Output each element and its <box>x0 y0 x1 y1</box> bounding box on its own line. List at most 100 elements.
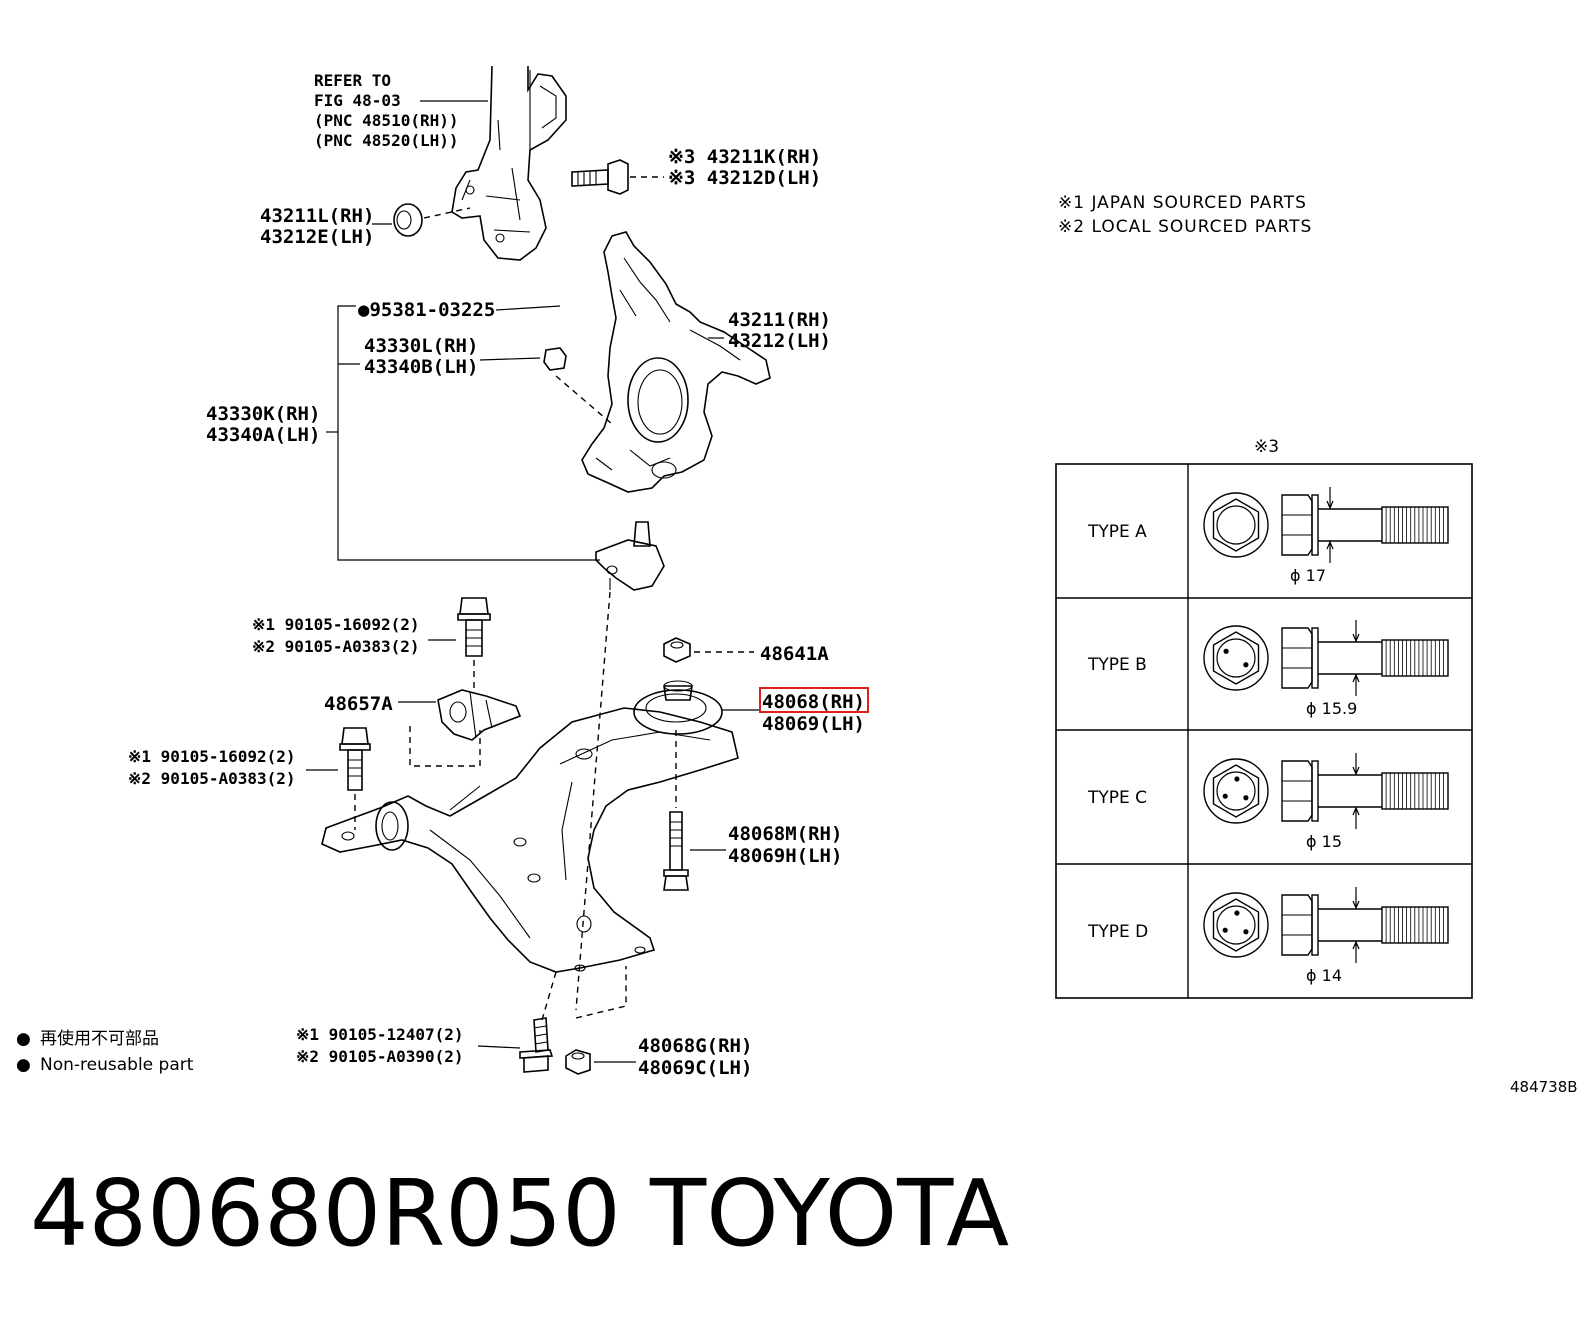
dimension-arrows-0 <box>1326 487 1334 563</box>
label-43211: 43211(RH) <box>728 309 831 331</box>
refer-note: REFER TO FIG 48-03 (PNC 48510(RH)) (PNC … <box>314 71 488 150</box>
label-48641a: 48641A <box>760 643 829 665</box>
label-43211k: ※3 43211K(RH) <box>668 146 821 168</box>
label-43211l: 43211L(RH) <box>260 205 374 227</box>
bushing-48068: 48068(RH) 48069(LH) <box>633 680 869 735</box>
bolt-thread-lines-1 <box>1385 640 1444 676</box>
caption: 480680R050 TOYOTA <box>30 1160 1009 1267</box>
note-local-sourced: ※2 LOCAL SOURCED PARTS <box>1058 217 1312 237</box>
type-label-0: TYPE A <box>1087 522 1147 542</box>
type-diameter-0: ϕ 17 <box>1290 566 1326 585</box>
steering-knuckle: 43211(RH) 43212(LH) <box>581 231 831 493</box>
label-48069: 48069(LH) <box>762 713 865 735</box>
caption-part-number: 480680R050 <box>30 1160 621 1267</box>
bolt-hex-3 <box>1212 898 1260 952</box>
bolt-flange-0 <box>1203 492 1269 558</box>
bolt-face-2 <box>1216 771 1256 811</box>
bolt-face-3 <box>1216 905 1256 945</box>
bolt-collar-3 <box>1311 894 1319 956</box>
bolt-thread-lines-0 <box>1385 507 1444 543</box>
lower-control-arm <box>321 707 739 1021</box>
bolt-mark-1-0 <box>1243 662 1249 668</box>
bolt-mark-3-2 <box>1234 910 1240 916</box>
type-diameter-1: ϕ 15.9 <box>1306 699 1357 718</box>
label-43212e: 43212E(LH) <box>260 226 374 248</box>
bolt-mark-3-1 <box>1222 927 1228 933</box>
label-48068m: 48068M(RH) <box>728 823 842 845</box>
bolt-shank-0 <box>1318 508 1382 542</box>
bolt-flange-1 <box>1203 625 1269 691</box>
label-90105-a0390: ※2 90105-A0390(2) <box>296 1047 464 1066</box>
label-95381: ●95381-03225 <box>358 299 495 321</box>
note-japan-sourced: ※1 JAPAN SOURCED PARTS <box>1058 193 1307 213</box>
bolt-mark-2-2 <box>1234 776 1240 782</box>
label-48068: 48068(RH) <box>762 691 865 713</box>
legend-japanese: 再使用不可部品 <box>40 1028 159 1049</box>
bolt-head-side-2 <box>1281 760 1313 822</box>
label-43330k: 43330K(RH) <box>206 403 320 425</box>
bolt-face-0 <box>1216 505 1256 545</box>
label-90105-a0383-a: ※2 90105-A0383(2) <box>252 637 420 656</box>
bolt-front-upper: ※1 90105-16092(2) ※2 90105-A0383(2) <box>252 597 491 690</box>
refer-line-2: FIG 48-03 <box>314 91 401 110</box>
type-table-header: ※3 <box>1254 437 1279 457</box>
bolt-head-side-1 <box>1281 627 1313 689</box>
bolt-head-lines-3 <box>1282 914 1312 936</box>
type-diameter-3: ϕ 14 <box>1306 966 1342 985</box>
bolt-head-lines-0 <box>1282 514 1312 536</box>
type-diameter-2: ϕ 15 <box>1306 832 1342 851</box>
figure-number: 484738B <box>1510 1078 1578 1096</box>
bolt-head-side-3 <box>1281 894 1313 956</box>
source-notes: ※1 JAPAN SOURCED PARTS ※2 LOCAL SOURCED … <box>1058 193 1312 237</box>
label-48069h: 48069H(LH) <box>728 845 842 867</box>
refer-line-3: (PNC 48510(RH)) <box>314 111 459 130</box>
legend: ● 再使用不可部品 ● Non-reusable part <box>16 1028 194 1075</box>
label-48657a: 48657A <box>324 693 393 715</box>
bolt-mark-2-0 <box>1243 795 1249 801</box>
bolt-flange-2 <box>1203 758 1269 824</box>
bolt-head-lines-2 <box>1282 780 1312 802</box>
label-90105-a0383-b: ※2 90105-A0383(2) <box>128 769 296 788</box>
nut-48641a: 48641A <box>663 637 829 665</box>
label-90105-16092-b: ※1 90105-16092(2) <box>128 747 296 766</box>
bolt-shank-2 <box>1318 774 1382 808</box>
dimension-arrows-1 <box>1352 620 1360 696</box>
dimension-arrows-2 <box>1352 753 1360 829</box>
legend-bullet-en: ● <box>16 1055 31 1075</box>
type-label-1: TYPE B <box>1087 655 1147 675</box>
label-43212: 43212(LH) <box>728 330 831 352</box>
label-43340a: 43340A(LH) <box>206 424 320 446</box>
legend-bullet-jp: ● <box>16 1029 31 1049</box>
label-48069c: 48069C(LH) <box>638 1057 752 1079</box>
bolt-face-1 <box>1216 638 1256 678</box>
strut-assembly <box>451 65 567 261</box>
nut-48068g: 48068G(RH) 48069C(LH) <box>565 1035 752 1079</box>
bolt-head-lines-1 <box>1282 647 1312 669</box>
dimension-arrows-3 <box>1352 887 1360 963</box>
label-43330l: 43330L(RH) <box>364 335 478 357</box>
label-90105-16092-a: ※1 90105-16092(2) <box>252 615 420 634</box>
bolt-front-lower: ※1 90105-16092(2) ※2 90105-A0383(2) <box>128 727 371 830</box>
bolt-43211k: ※3 43211K(RH) ※3 43212D(LH) <box>571 146 821 195</box>
refer-line-4: (PNC 48520(LH)) <box>314 131 459 150</box>
refer-line-1: REFER TO <box>314 71 391 90</box>
bolt-collar-2 <box>1311 760 1319 822</box>
bolt-mark-1-1 <box>1223 648 1229 654</box>
highlight-box <box>759 687 869 713</box>
bolt-mark-2-1 <box>1222 793 1228 799</box>
caption-brand: TOYOTA <box>649 1160 1009 1267</box>
bolt-collar-0 <box>1311 494 1319 556</box>
ball-joint-group: ●95381-03225 43330L(RH) 43340B(LH) 43330… <box>206 299 665 1011</box>
bolt-collar-1 <box>1311 627 1319 689</box>
type-label-3: TYPE D <box>1087 922 1148 942</box>
bolt-mark-3-0 <box>1243 929 1249 935</box>
bolt-shank-1 <box>1318 641 1382 675</box>
washer-43211l: 43211L(RH) 43212E(LH) <box>260 203 471 248</box>
bracket-48657a: 48657A <box>324 689 522 767</box>
bolt-48068m: 48068M(RH) 48069H(LH) <box>663 730 842 891</box>
bolt-head-side-0 <box>1281 494 1313 556</box>
label-43340b: 43340B(LH) <box>364 356 478 378</box>
bolt-hex-2 <box>1212 764 1260 818</box>
